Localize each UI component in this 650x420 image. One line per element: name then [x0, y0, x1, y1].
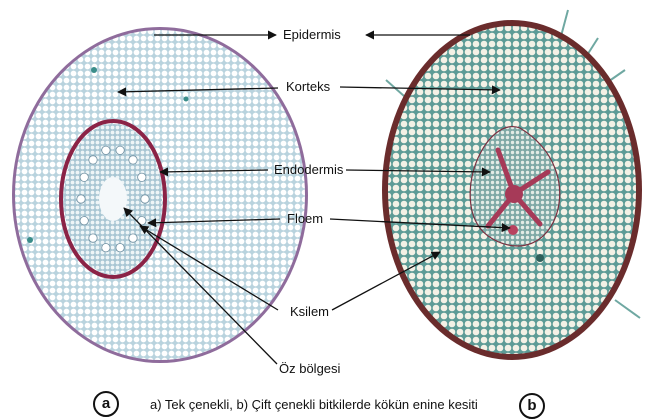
- monocot-xylem-vessels: [76, 145, 150, 253]
- arrow-korteks-right: [339, 85, 501, 95]
- panel-badge-a: a: [93, 391, 119, 417]
- root-hair: [614, 299, 641, 319]
- cortex-stain-dot: [27, 237, 33, 243]
- cortex-stain-dot: [536, 254, 544, 262]
- xylem-vessel: [79, 216, 89, 226]
- label-korteks: Korteks: [286, 79, 331, 94]
- arrow-endodermis-left: [159, 167, 269, 177]
- cortex-stain-dot: [91, 67, 97, 73]
- label-floem: Floem: [287, 211, 324, 226]
- xylem-vessel: [137, 172, 147, 182]
- xylem-vessel: [101, 145, 111, 155]
- xylem-vessel: [76, 194, 86, 204]
- xylem-vessel: [101, 243, 111, 253]
- pointer-arrows: [117, 30, 511, 365]
- dicot-root-section: [382, 9, 642, 360]
- xylem-vessel: [137, 216, 147, 226]
- label-endodermis: Endodermis: [274, 162, 344, 177]
- figure-caption: a) Tek çenekli, b) Çift çenekli bitkiler…: [150, 397, 478, 412]
- monocot-root-section: [12, 27, 308, 363]
- monocot-endodermis-ring: [59, 119, 167, 279]
- label-epidermis: Epidermis: [283, 27, 341, 42]
- dicot-xylem-arms: [485, 147, 551, 235]
- arrow-ksilem-left: [139, 225, 279, 311]
- xylem-vessel: [115, 145, 125, 155]
- label-oz-bolgesi: Öz bölgesi: [279, 361, 341, 376]
- arrow-ksilem-right: [331, 251, 441, 311]
- label-ksilem: Ksilem: [290, 304, 330, 319]
- arrow-korteks-left: [117, 87, 279, 97]
- monocot-pith: [99, 177, 127, 221]
- arrow-floem-left: [147, 218, 281, 228]
- xylem-vessel: [128, 155, 138, 165]
- xylem-vessel: [79, 172, 89, 182]
- xylem-vessel: [88, 155, 98, 165]
- panel-badge-b: b: [519, 393, 545, 419]
- xylem-vessel: [140, 194, 150, 204]
- arrow-oz-bolgesi: [123, 207, 278, 365]
- xylem-vessel: [128, 233, 138, 243]
- arrow-endodermis-right: [345, 167, 491, 177]
- cortex-stain-dot: [183, 96, 189, 102]
- xylem-vessel: [115, 243, 125, 253]
- arrow-floem-right: [329, 218, 511, 233]
- xylem-vessel: [88, 233, 98, 243]
